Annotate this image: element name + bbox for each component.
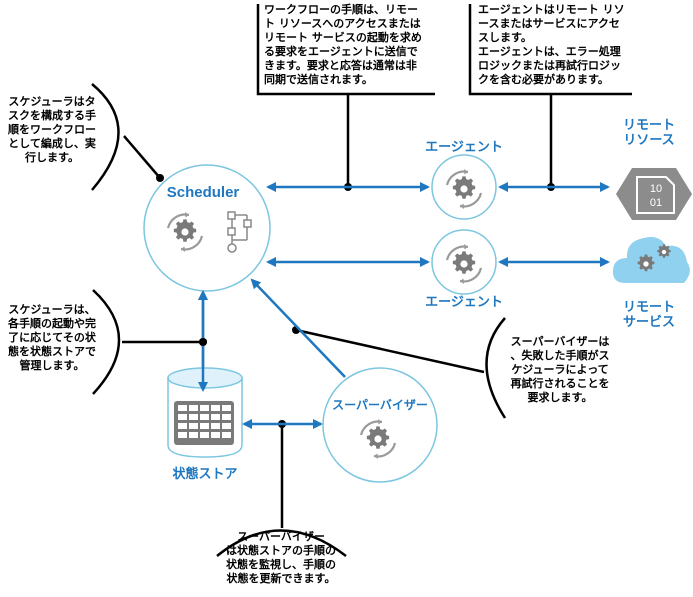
scheduler-label: Scheduler [167, 184, 240, 201]
binary-glyph-bottom: 01 [650, 197, 662, 209]
note-line: スします。 [478, 31, 532, 44]
remote-resource-label-line2: リソース [623, 133, 675, 148]
note-line: スーパーバイザーは [510, 335, 610, 348]
remote-service-node[interactable] [612, 237, 690, 283]
remote-service-label: リモート サービス [606, 300, 692, 330]
supervisor-retry-note: スーパーバイザーは 、失敗した手順がス ケジューラによって 再試行されることを … [496, 335, 624, 405]
scheduler-state-note: スケジューラは、 各手順の起動や完 了に応じてその状 態を状態ストアで 管理しま… [2, 303, 102, 373]
workflow-icon [227, 211, 252, 253]
note-line: る要求をエージェントに送信で [264, 45, 418, 58]
retry-note-arc [485, 317, 507, 419]
note-line: 同期で送信されます。 [264, 73, 373, 86]
note-line: は状態ストアの手順の [226, 544, 336, 557]
remote-resource-label: リモート リソース [606, 118, 692, 148]
workflow-request-note: ワークフローの手順は、リモー ト リソースへのアクセスまたは リモート サービス… [264, 3, 444, 87]
agent-note-bracket [468, 4, 632, 96]
note-line: 管理します。 [19, 359, 85, 372]
scheduler-compose-note: スケジューラはタ スクを構成する手 順をワークフロー として編成し、実 行します… [2, 95, 102, 165]
note-line: スケジューラはタ [8, 95, 96, 108]
state-store-label: 状態ストア [172, 467, 238, 482]
note-line: 状態を更新できます。 [226, 572, 336, 585]
remote-resource-label-line1: リモート [622, 118, 675, 133]
note-line: ースまたはサービスにアクセ [478, 17, 620, 30]
scheduler-note-arc [91, 83, 120, 191]
agent-bottom-node[interactable] [431, 229, 497, 295]
remote-service-label-line1: リモート [622, 300, 675, 315]
note-line: 了に応じてその状 [8, 331, 96, 344]
state-note-dot [199, 338, 207, 346]
note-line: ケジューラによって [511, 363, 609, 376]
agent-bottom-label: エージェント [425, 295, 503, 310]
note-line: 各手順の起動や完 [8, 317, 96, 330]
note-line: 要求します。 [527, 391, 593, 404]
agent-top-label: エージェント [425, 140, 503, 155]
gear-icon [637, 254, 655, 272]
note-line: エージェントはリモート リソ [478, 3, 625, 16]
agent-access-note: エージェントはリモート リソ ースまたはサービスにアクセ スします。 エージェン… [478, 3, 638, 87]
note-line: 順をワークフロー [8, 123, 96, 136]
workflow-note-bracket [256, 4, 435, 96]
gear-icon [657, 244, 671, 258]
table-icon [174, 401, 234, 445]
note-line: として編成し、実 [8, 137, 96, 150]
note-line: 態を状態ストアで [8, 345, 96, 358]
note-line: エージェントは、エラー処理 [478, 45, 621, 58]
scheduler-note-leader [123, 135, 161, 179]
note-line: 行します。 [25, 151, 79, 164]
note-line: 、失敗した手順がス [510, 349, 610, 362]
supervisor-monitor-note: スーパーバイザー は状態ストアの手順の 状態を監視し、手順の 状態を更新できます… [208, 530, 354, 586]
note-line: 状態を監視し、手順の [226, 558, 336, 571]
remote-service-label-line2: サービス [622, 315, 675, 330]
supervisor-scheduler-arrow [250, 278, 346, 378]
remote-resource-node[interactable]: 10 01 [616, 168, 692, 220]
note-line: スクを構成する手 [8, 109, 96, 122]
supervisor-node[interactable] [322, 367, 438, 483]
note-line: スケジューラは、 [8, 303, 96, 316]
note-line: きます。要求と応答は通常は非 [264, 59, 417, 72]
state-store-node[interactable] [167, 367, 243, 458]
note-line: クを含む必要があります。 [478, 73, 609, 86]
monitor-note-arc [216, 529, 347, 557]
binary-glyph-top: 10 [650, 183, 662, 195]
retry-note-leader [295, 328, 485, 374]
note-line: ロジックまたは再試行ロジッ [478, 59, 621, 72]
supervisor-label: スーパーバイザー [332, 398, 428, 412]
note-line: スーパーバイザー [237, 530, 325, 543]
annotation-lines [91, 4, 632, 557]
note-line: 再試行されることを [510, 377, 610, 390]
state-note-arc [92, 289, 121, 395]
agent-top-node[interactable] [431, 154, 497, 220]
note-line: ト リソースへのアクセスまたは [264, 17, 421, 30]
scheduler-node[interactable]: Scheduler [143, 164, 271, 292]
note-line: ワークフローの手順は、リモー [264, 3, 418, 16]
note-line: リモート サービスの起動を求め [264, 31, 422, 44]
